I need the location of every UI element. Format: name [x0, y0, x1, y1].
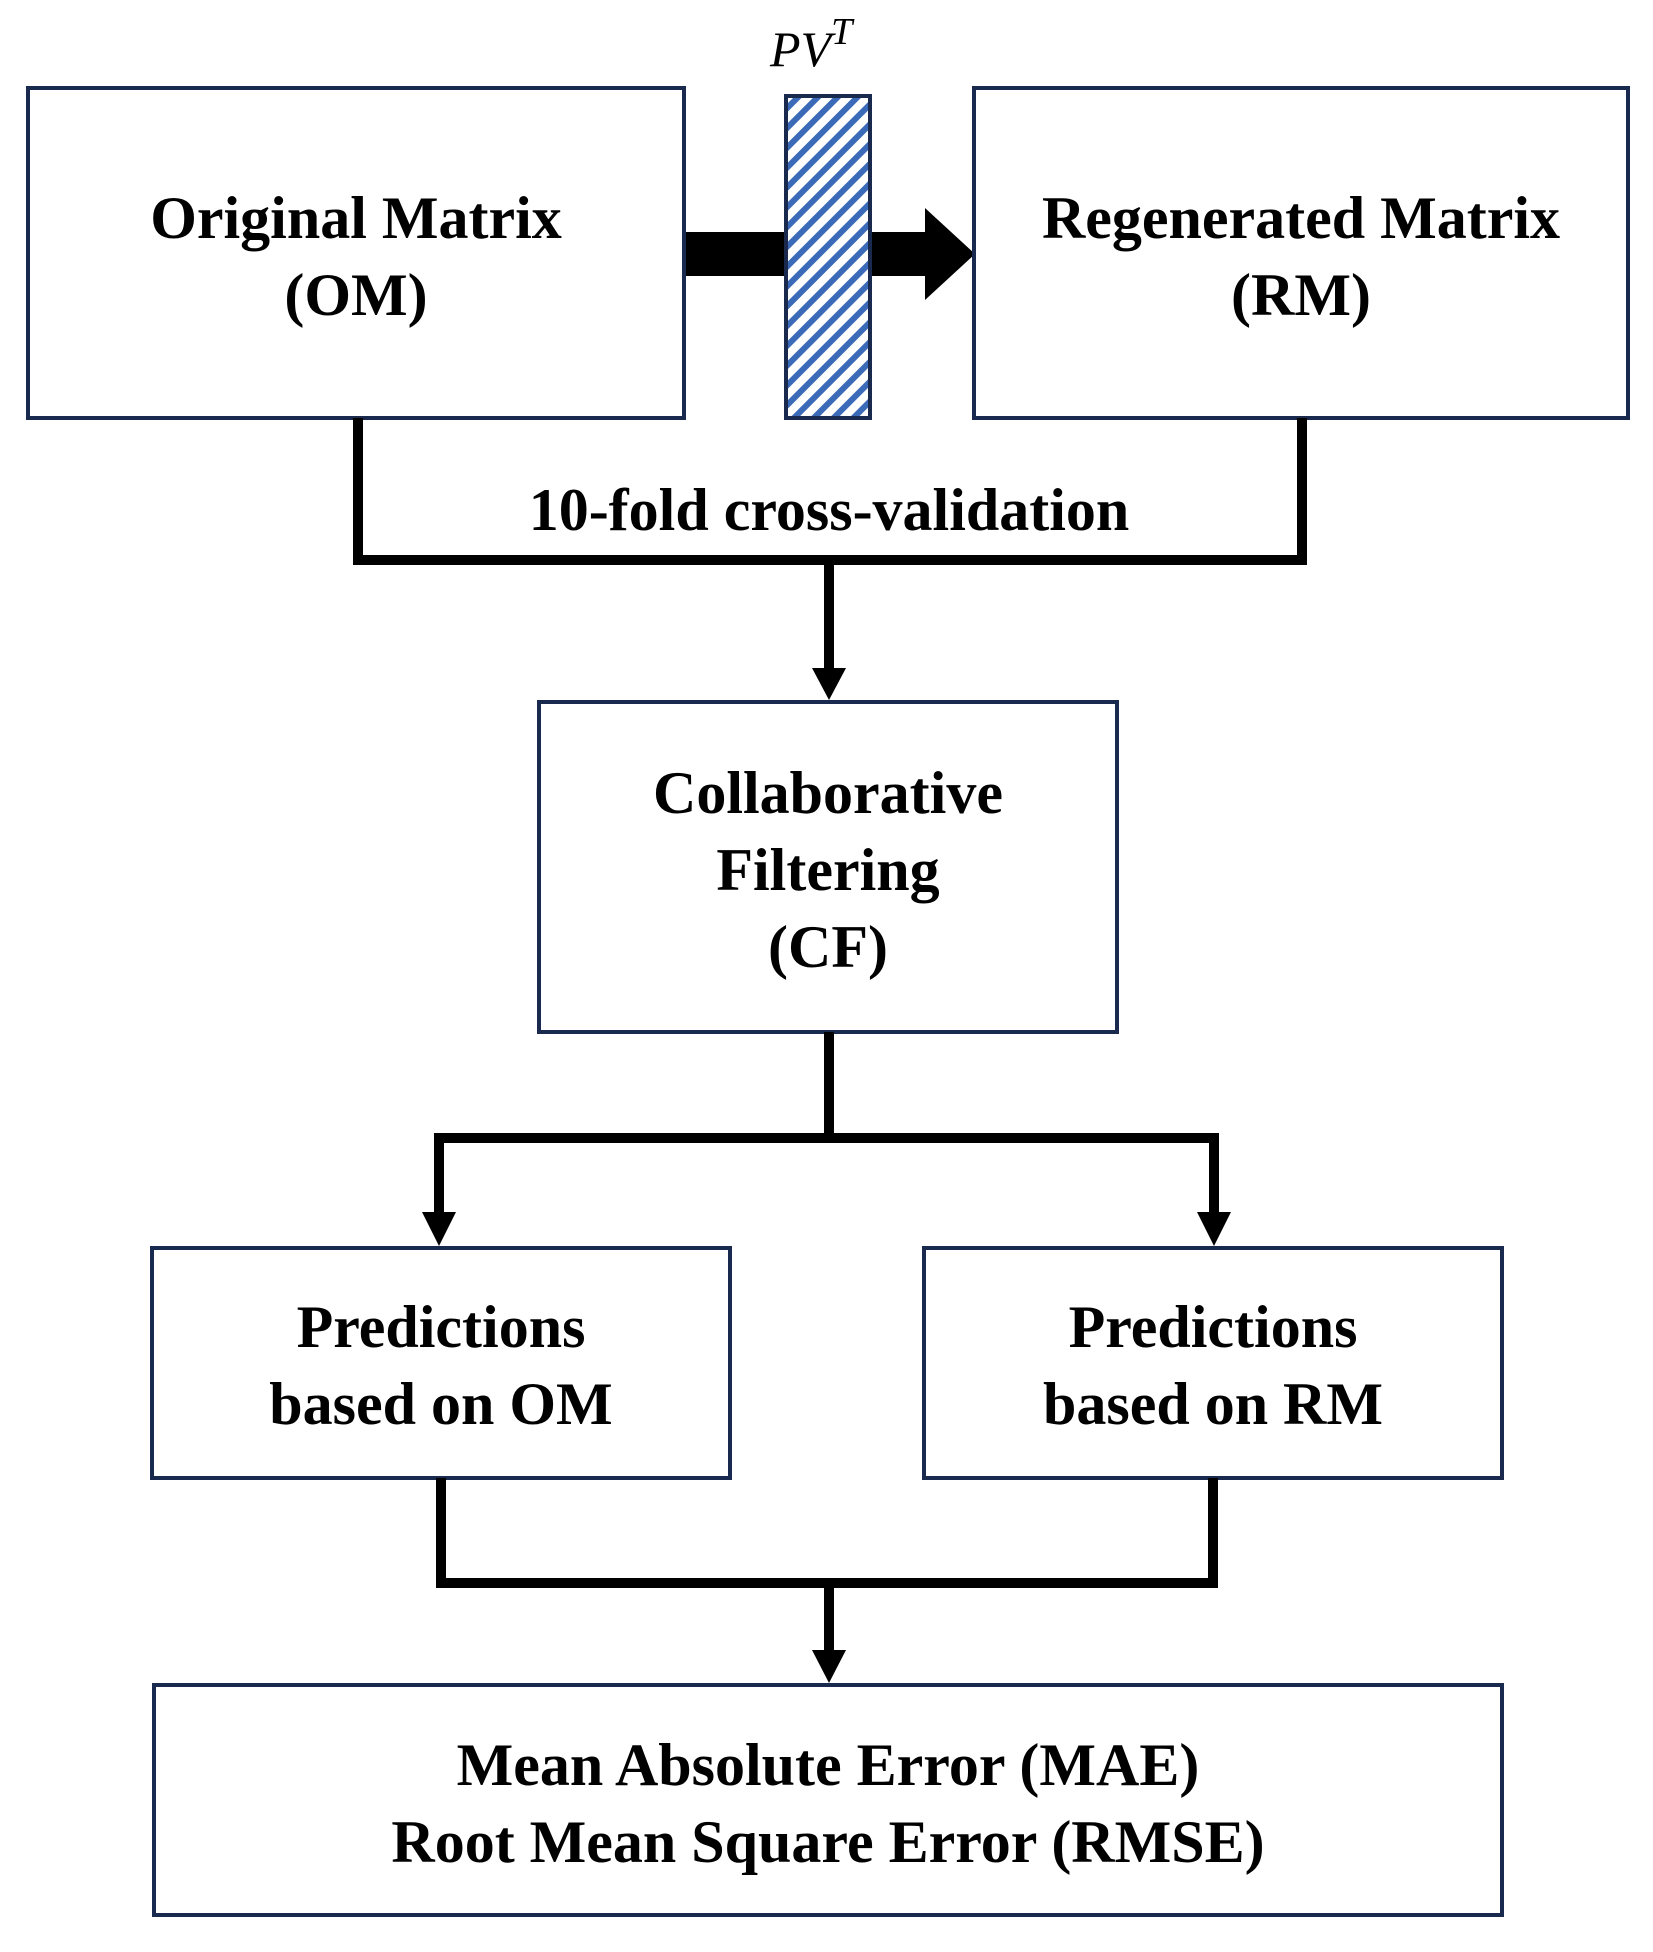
cross-validation-connector	[353, 418, 1307, 670]
regenerated-matrix-abbrev: (RM)	[1231, 262, 1371, 328]
projection-label: PVT	[769, 11, 855, 77]
cf-title-line2: Filtering	[716, 837, 939, 903]
predictions-om-line2: based on OM	[269, 1371, 612, 1437]
predictions-rm-box: Predictions based on RM	[922, 1246, 1504, 1480]
predictions-rm-line1: Predictions	[1069, 1294, 1358, 1360]
error-metrics-rmse: Root Mean Square Error (RMSE)	[391, 1809, 1264, 1875]
cf-abbrev: (CF)	[768, 914, 888, 980]
arrow-to-cf	[812, 668, 846, 700]
error-metrics-box: Mean Absolute Error (MAE) Root Mean Squa…	[152, 1683, 1504, 1917]
arrow-to-predictions-om	[422, 1212, 456, 1246]
split-connector	[434, 1032, 1219, 1215]
original-matrix-box: Original Matrix (OM)	[26, 86, 686, 420]
cf-title-line1: Collaborative	[653, 760, 1003, 826]
regenerated-matrix-box: Regenerated Matrix (RM)	[972, 86, 1630, 420]
projection-label-superscript: T	[831, 11, 855, 53]
arrow-to-error-metrics	[812, 1650, 846, 1683]
cross-validation-label: 10-fold cross-validation	[529, 477, 1130, 543]
arrow-to-predictions-rm	[1197, 1212, 1231, 1246]
original-matrix-abbrev: (OM)	[284, 262, 427, 328]
predictions-rm-line2: based on RM	[1043, 1371, 1383, 1437]
merge-connector	[436, 1478, 1218, 1652]
regenerated-matrix-title: Regenerated Matrix	[1042, 185, 1560, 251]
error-metrics-mae: Mean Absolute Error (MAE)	[457, 1732, 1200, 1798]
collaborative-filtering-box: Collaborative Filtering (CF)	[537, 700, 1119, 1034]
original-matrix-title: Original Matrix	[150, 185, 562, 251]
projection-bar	[784, 94, 872, 420]
predictions-om-box: Predictions based on OM	[150, 1246, 732, 1480]
projection-label-base: PV	[769, 21, 837, 77]
predictions-om-line1: Predictions	[297, 1294, 586, 1360]
